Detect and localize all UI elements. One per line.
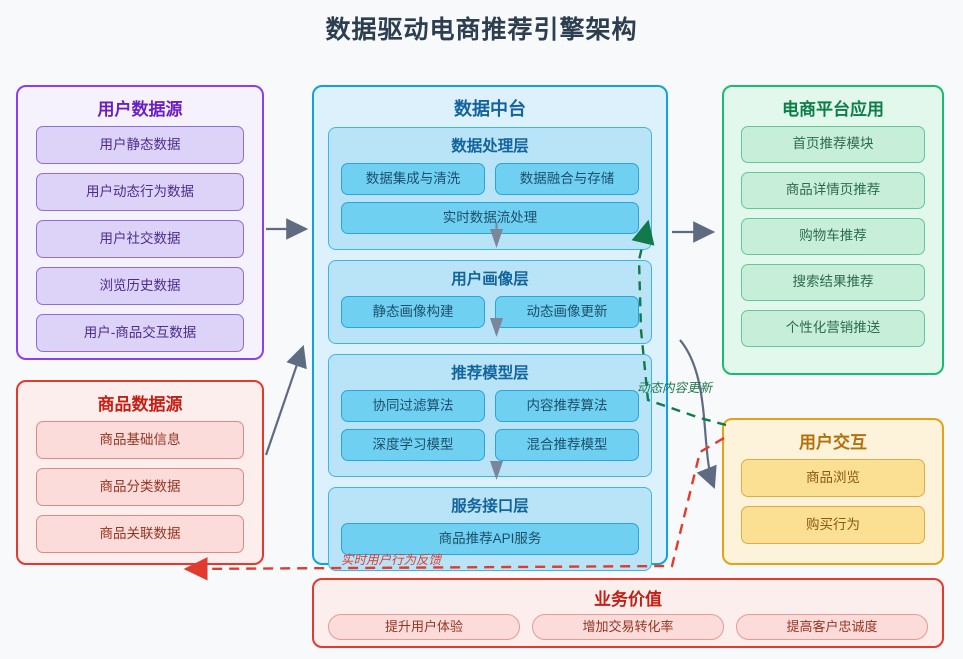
layer-title-user-profile: 用户画像层 <box>451 271 529 288</box>
layer-row: 实时数据流处理 <box>329 202 651 241</box>
node-increase-conversion-rate[interactable]: 增加交易转化率 <box>532 614 724 640</box>
node-data-fusion-storage[interactable]: 数据融合与存储 <box>495 163 639 195</box>
panel-title-product-data-source: 商品数据源 <box>97 395 183 414</box>
node-improve-customer-loyalty[interactable]: 提高客户忠诚度 <box>736 614 928 640</box>
node-content-based-recommendation[interactable]: 内容推荐算法 <box>495 390 639 422</box>
node-user-dynamic-behavior-data[interactable]: 用户动态行为数据 <box>36 173 244 211</box>
node-dynamic-profile-update[interactable]: 动态画像更新 <box>495 296 639 328</box>
panel-title-user-interaction: 用户交互 <box>799 433 867 452</box>
node-user-product-interaction-data[interactable]: 用户-商品交互数据 <box>36 314 244 352</box>
node-cart-recommendation[interactable]: 购物车推荐 <box>741 218 925 255</box>
node-static-profile-build[interactable]: 静态画像构建 <box>341 296 485 328</box>
node-purchase-behavior[interactable]: 购买行为 <box>741 506 925 544</box>
node-data-integration-cleaning[interactable]: 数据集成与清洗 <box>341 163 485 195</box>
node-improve-user-experience[interactable]: 提升用户体验 <box>328 614 520 640</box>
layer-user-profile[interactable]: 用户画像层 静态画像构建 动态画像更新 <box>328 260 652 344</box>
edge-platform-to-interaction <box>679 339 717 490</box>
edge-label-realtime-feedback: 实时用户行为反馈 <box>341 553 442 567</box>
node-realtime-stream-processing[interactable]: 实时数据流处理 <box>341 202 639 234</box>
node-product-category-data[interactable]: 商品分类数据 <box>36 468 244 506</box>
node-browsing-history-data[interactable]: 浏览历史数据 <box>36 267 244 305</box>
business-value-row: 提升用户体验 增加交易转化率 提高客户忠诚度 <box>314 614 942 640</box>
panel-product-data-source[interactable]: 商品数据源 商品基础信息 商品分类数据 商品关联数据 <box>16 380 264 565</box>
panel-title-user-data-source: 用户数据源 <box>97 100 183 119</box>
layer-title-data-processing: 数据处理层 <box>451 138 529 155</box>
node-product-browsing[interactable]: 商品浏览 <box>741 459 925 497</box>
edge-label-dynamic-content: 动态内容更新 <box>637 381 713 395</box>
layer-recommendation-model[interactable]: 推荐模型层 协同过滤算法 内容推荐算法 深度学习模型 混合推荐模型 <box>328 354 652 477</box>
node-homepage-recommendation-module[interactable]: 首页推荐模块 <box>741 126 925 163</box>
edge-product-source-to-platform <box>264 344 307 456</box>
layer-title-recommendation-model: 推荐模型层 <box>451 365 529 382</box>
layer-row: 数据集成与清洗 数据融合与存储 <box>329 163 651 202</box>
layer-title-service-interface: 服务接口层 <box>451 498 529 515</box>
layer-row: 静态画像构建 动态画像更新 <box>329 296 651 335</box>
node-hybrid-recommendation-model[interactable]: 混合推荐模型 <box>495 429 639 461</box>
panel-data-platform[interactable]: 数据中台 数据处理层 数据集成与清洗 数据融合与存储 实时数据流处理 用户画像层… <box>312 85 668 571</box>
layer-row: 深度学习模型 混合推荐模型 <box>329 429 651 468</box>
panel-ecommerce-applications[interactable]: 电商平台应用 首页推荐模块 商品详情页推荐 购物车推荐 搜索结果推荐 个性化营销… <box>722 85 944 375</box>
node-collaborative-filtering[interactable]: 协同过滤算法 <box>341 390 485 422</box>
node-product-detail-recommendation[interactable]: 商品详情页推荐 <box>741 172 925 209</box>
node-product-relation-data[interactable]: 商品关联数据 <box>36 515 244 553</box>
panel-business-value[interactable]: 业务价值 提升用户体验 增加交易转化率 提高客户忠诚度 <box>312 578 944 648</box>
panel-user-interaction[interactable]: 用户交互 商品浏览 购买行为 <box>722 418 944 565</box>
node-user-social-data[interactable]: 用户社交数据 <box>36 220 244 258</box>
panel-title-data-platform: 数据中台 <box>454 99 526 119</box>
page-title: 数据驱动电商推荐引擎架构 <box>325 16 638 44</box>
node-search-result-recommendation[interactable]: 搜索结果推荐 <box>741 264 925 301</box>
node-user-static-data[interactable]: 用户静态数据 <box>36 126 244 164</box>
node-personalized-marketing-push[interactable]: 个性化营销推送 <box>741 310 925 347</box>
layer-data-processing[interactable]: 数据处理层 数据集成与清洗 数据融合与存储 实时数据流处理 <box>328 127 652 250</box>
panel-title-business-value: 业务价值 <box>594 590 662 609</box>
node-deep-learning-model[interactable]: 深度学习模型 <box>341 429 485 461</box>
layer-row: 协同过滤算法 内容推荐算法 <box>329 390 651 429</box>
panel-user-data-source[interactable]: 用户数据源 用户静态数据 用户动态行为数据 用户社交数据 浏览历史数据 用户-商… <box>16 85 264 360</box>
panel-title-ecommerce-applications: 电商平台应用 <box>782 100 884 119</box>
node-product-basic-info[interactable]: 商品基础信息 <box>36 421 244 459</box>
